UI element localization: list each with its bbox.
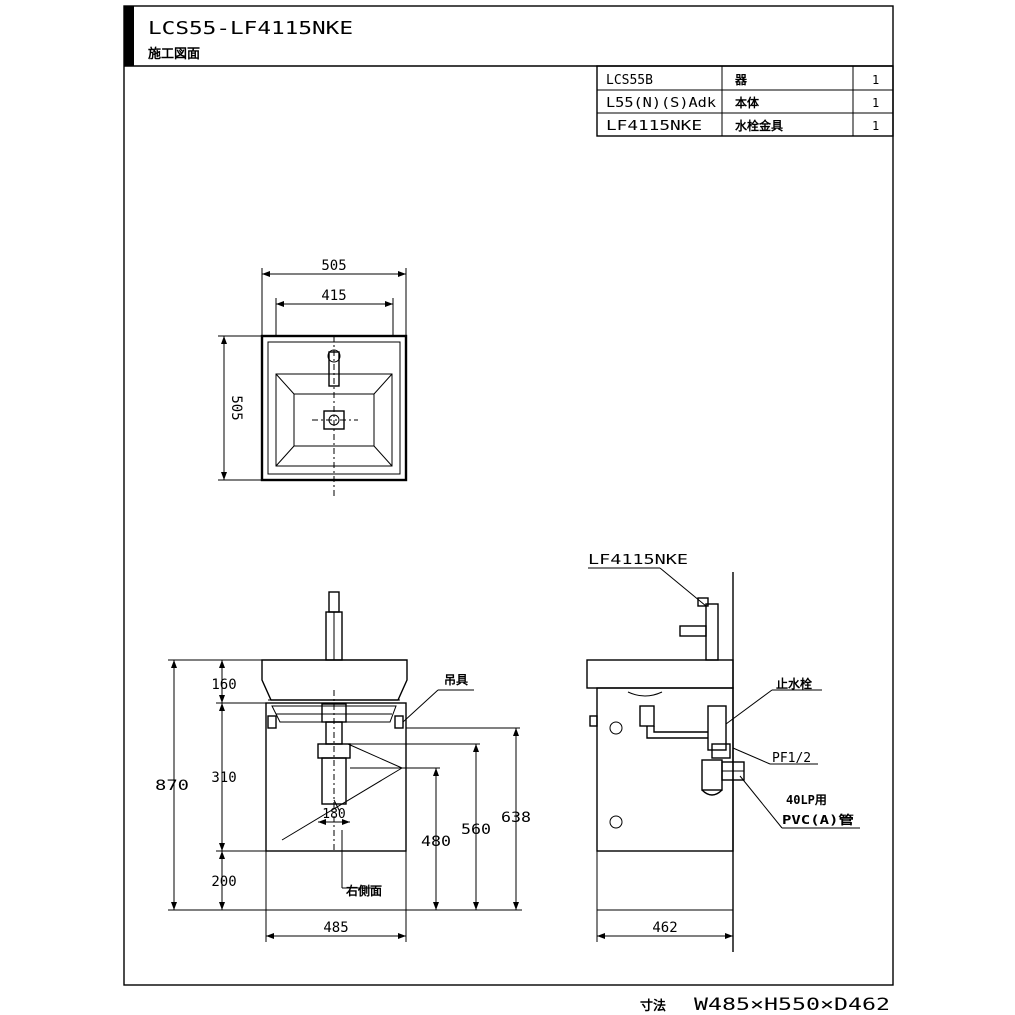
side-label-pf: PF1/2	[772, 751, 811, 766]
side-dim-depth: 462	[652, 920, 677, 936]
plan-view: 505 415 505	[218, 258, 408, 496]
plan-dim-inner-width: 415	[321, 288, 346, 304]
side-label-stop-valve: 止水栓	[776, 676, 812, 691]
sheet-border	[123, 5, 894, 986]
side-view: LF4115NKE 止水栓 PF1/2	[586, 553, 860, 952]
side-faucet-label: LF4115NKE	[588, 553, 688, 568]
side-label-trap-1: 40LP用	[786, 793, 827, 807]
front-dim-560: 560	[461, 822, 491, 838]
plan-dim-outer-width: 505	[321, 258, 346, 274]
drawing-model-title: LCS55-LF4115NKE	[148, 18, 353, 39]
front-view: 吊具 180 右側面 870 160 310 200	[155, 591, 531, 942]
front-dim-638: 638	[501, 810, 531, 826]
parts-row-3-code: LF4115NKE	[606, 119, 702, 134]
footer-size-label: 寸法	[640, 998, 666, 1014]
front-label-drain: 右側面	[345, 883, 382, 898]
front-dim-160: 160	[211, 677, 236, 693]
parts-row-1-code: LCS55B	[606, 73, 653, 88]
parts-row-3-name: 水栓金具	[735, 118, 783, 133]
parts-table: LCS55B 器 1 L55(N)(S)Adk 本体 1 LF4115NKE 水…	[596, 65, 894, 137]
front-dim-870: 870	[155, 778, 189, 794]
front-dim-width: 485	[323, 920, 348, 936]
side-label-trap-2: PVC(A)管	[782, 812, 854, 827]
plan-dim-depth: 505	[228, 395, 244, 420]
title-bar-accent	[124, 6, 134, 66]
parts-row-1-name: 器	[734, 73, 748, 87]
front-dim-310: 310	[211, 770, 236, 786]
front-dim-480: 480	[421, 834, 451, 850]
parts-row-1-qty: 1	[872, 73, 879, 87]
front-label-bracket: 吊具	[444, 673, 468, 687]
parts-row-2-code: L55(N)(S)Adk	[606, 96, 716, 111]
front-dim-200: 200	[211, 874, 236, 890]
front-dim-180: 180	[322, 807, 345, 822]
footer-size-value: W485×H550×D462	[694, 995, 890, 1015]
parts-row-2-qty: 1	[872, 96, 879, 110]
parts-row-3-qty: 1	[872, 119, 879, 133]
drawing-subtitle: 施工図面	[148, 46, 200, 62]
parts-row-2-name: 本体	[735, 95, 760, 110]
